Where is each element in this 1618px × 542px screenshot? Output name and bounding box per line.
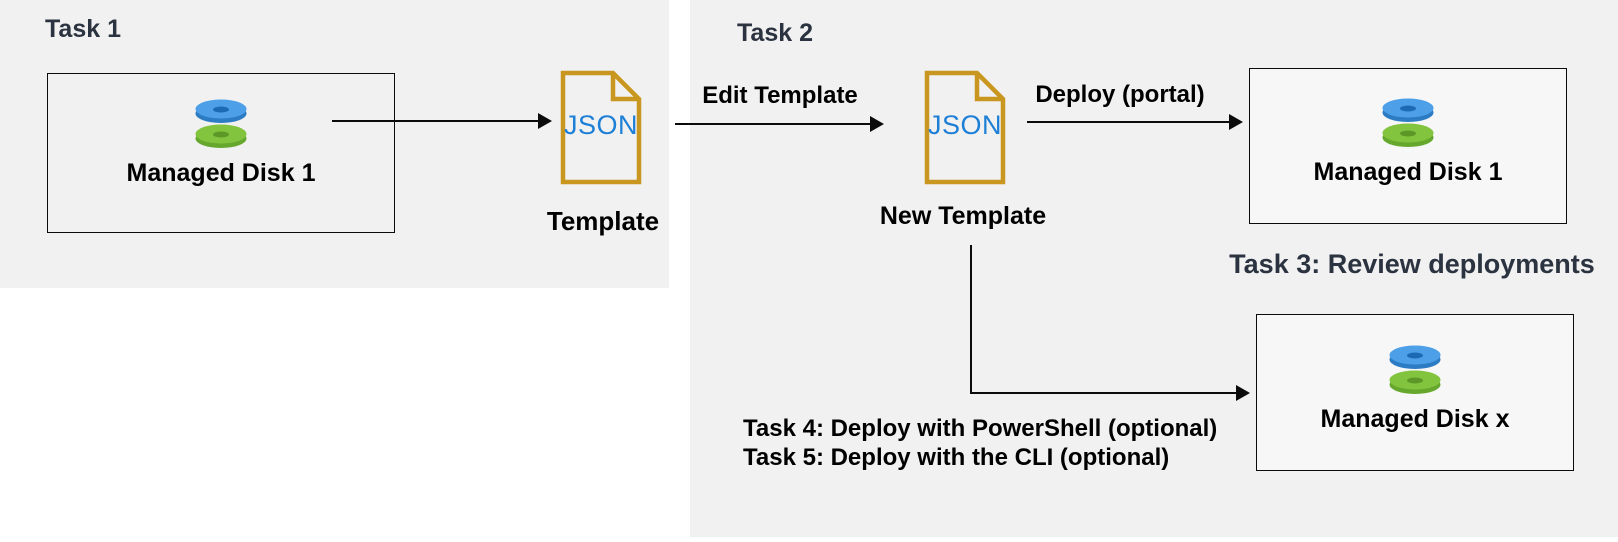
arrow-edit-template-head <box>870 116 884 132</box>
managed-disk-1-source-box: Managed Disk 1 <box>47 73 395 233</box>
deploy-portal-arrow-label: Deploy (portal) <box>1035 81 1205 108</box>
task5-line: Task 5: Deploy with the CLI (optional) <box>743 444 1170 471</box>
connector-newtemplate-right <box>970 392 1236 394</box>
managed-disk-icon <box>1389 345 1441 394</box>
managed-disk-x-label: Managed Disk x <box>1320 405 1510 433</box>
task1-panel <box>0 0 669 288</box>
arrow-edit-template <box>675 123 870 125</box>
json-template-file-icon: JSON <box>558 68 644 187</box>
managed-disk-1-label: Managed Disk 1 <box>126 159 316 187</box>
template-caption: Template <box>546 206 660 236</box>
arrow-source-to-template <box>332 120 538 122</box>
managed-disk-icon <box>1382 98 1434 147</box>
json-file-type-label: JSON <box>563 110 638 140</box>
task3-heading: Task 3: Review deployments <box>1229 249 1595 279</box>
task2-heading: Task 2 <box>737 19 813 47</box>
connector-newtemplate-down <box>970 245 972 394</box>
new-template-caption: New Template <box>879 202 1047 230</box>
task1-heading: Task 1 <box>45 15 121 43</box>
managed-disk-1-deployed-label: Managed Disk 1 <box>1313 158 1503 186</box>
connector-newtemplate-head <box>1236 385 1250 401</box>
arrow-deploy-portal-head <box>1229 114 1243 130</box>
json-file-type-label: JSON <box>927 110 1002 140</box>
edit-template-arrow-label: Edit Template <box>702 82 858 109</box>
json-document-icon <box>924 70 1006 185</box>
optional-tasks-text: Task 4: Deploy with PowerShell (optional… <box>743 414 1217 472</box>
task4-line: Task 4: Deploy with PowerShell (optional… <box>743 415 1218 442</box>
managed-disk-1-deployed-box: Managed Disk 1 <box>1249 68 1567 224</box>
managed-disk-icon <box>195 99 247 148</box>
arrow-deploy-portal <box>1027 121 1229 123</box>
arrow-source-to-template-head <box>538 113 552 129</box>
task2-panel <box>690 0 1618 537</box>
json-new-template-file-icon: JSON <box>922 68 1008 187</box>
json-document-icon <box>560 70 642 185</box>
managed-disk-x-box: Managed Disk x <box>1256 314 1574 471</box>
